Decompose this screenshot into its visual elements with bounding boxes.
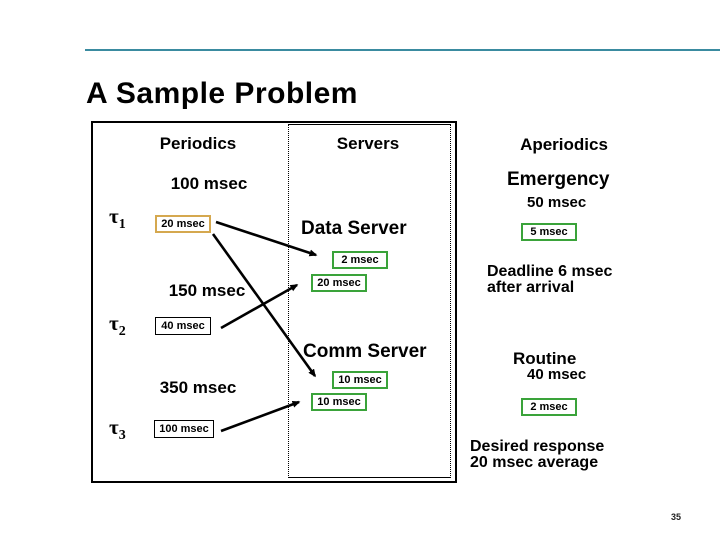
task1-period-label: 100 msec bbox=[170, 174, 248, 193]
data-server-budget-box-1: 2 msec bbox=[332, 251, 388, 269]
servers-column-frame bbox=[288, 124, 451, 478]
tau-glyph: τ bbox=[109, 415, 119, 439]
data-server-budget-box-2: 20 msec bbox=[311, 274, 367, 292]
emergency-label: Emergency bbox=[507, 169, 610, 190]
routine-exec-box: 2 msec bbox=[521, 398, 577, 416]
task2-symbol: τ2 bbox=[109, 311, 126, 340]
page-number: 35 bbox=[671, 512, 682, 522]
task3-exec-box: 100 msec bbox=[154, 420, 214, 438]
routine-label: Routine bbox=[513, 349, 577, 368]
slide-title: A Sample Problem bbox=[86, 77, 358, 110]
task1-symbol: τ1 bbox=[109, 204, 126, 233]
note-line-1: Deadline 6 msec bbox=[487, 263, 613, 280]
data-server-label: Data Server bbox=[301, 218, 407, 239]
column-header-servers: Servers bbox=[336, 134, 400, 153]
comm-server-budget-box-1: 10 msec bbox=[332, 371, 388, 389]
task1-exec-box: 20 msec bbox=[155, 215, 211, 233]
routine-rate-label: 40 msec bbox=[527, 366, 587, 383]
emergency-rate-label: 50 msec bbox=[527, 194, 587, 211]
emergency-exec-box: 5 msec bbox=[521, 223, 577, 241]
note-line-2: 20 msec average bbox=[470, 454, 599, 471]
accent-divider-line bbox=[85, 49, 720, 51]
tau-subscript: 3 bbox=[118, 428, 126, 444]
note-line-2: after arrival bbox=[487, 279, 575, 296]
column-header-aperiodics: Aperiodics bbox=[520, 135, 608, 154]
tau-glyph: τ bbox=[109, 204, 119, 228]
column-header-periodics: Periodics bbox=[159, 134, 237, 153]
tau-subscript: 2 bbox=[118, 324, 126, 340]
routine-response-note: Desired response 20 msec average bbox=[470, 439, 604, 471]
tau-glyph: τ bbox=[109, 311, 119, 335]
task2-exec-box: 40 msec bbox=[155, 317, 211, 335]
diagram-outer-frame bbox=[91, 121, 457, 483]
tau-subscript: 1 bbox=[118, 217, 126, 233]
note-line-1: Desired response bbox=[470, 438, 605, 455]
task3-period-label: 350 msec bbox=[159, 378, 237, 397]
comm-server-label: Comm Server bbox=[303, 341, 427, 362]
emergency-deadline-note: Deadline 6 msec after arrival bbox=[487, 264, 612, 296]
task3-symbol: τ3 bbox=[109, 415, 126, 444]
task2-period-label: 150 msec bbox=[168, 281, 246, 300]
comm-server-budget-box-2: 10 msec bbox=[311, 393, 367, 411]
